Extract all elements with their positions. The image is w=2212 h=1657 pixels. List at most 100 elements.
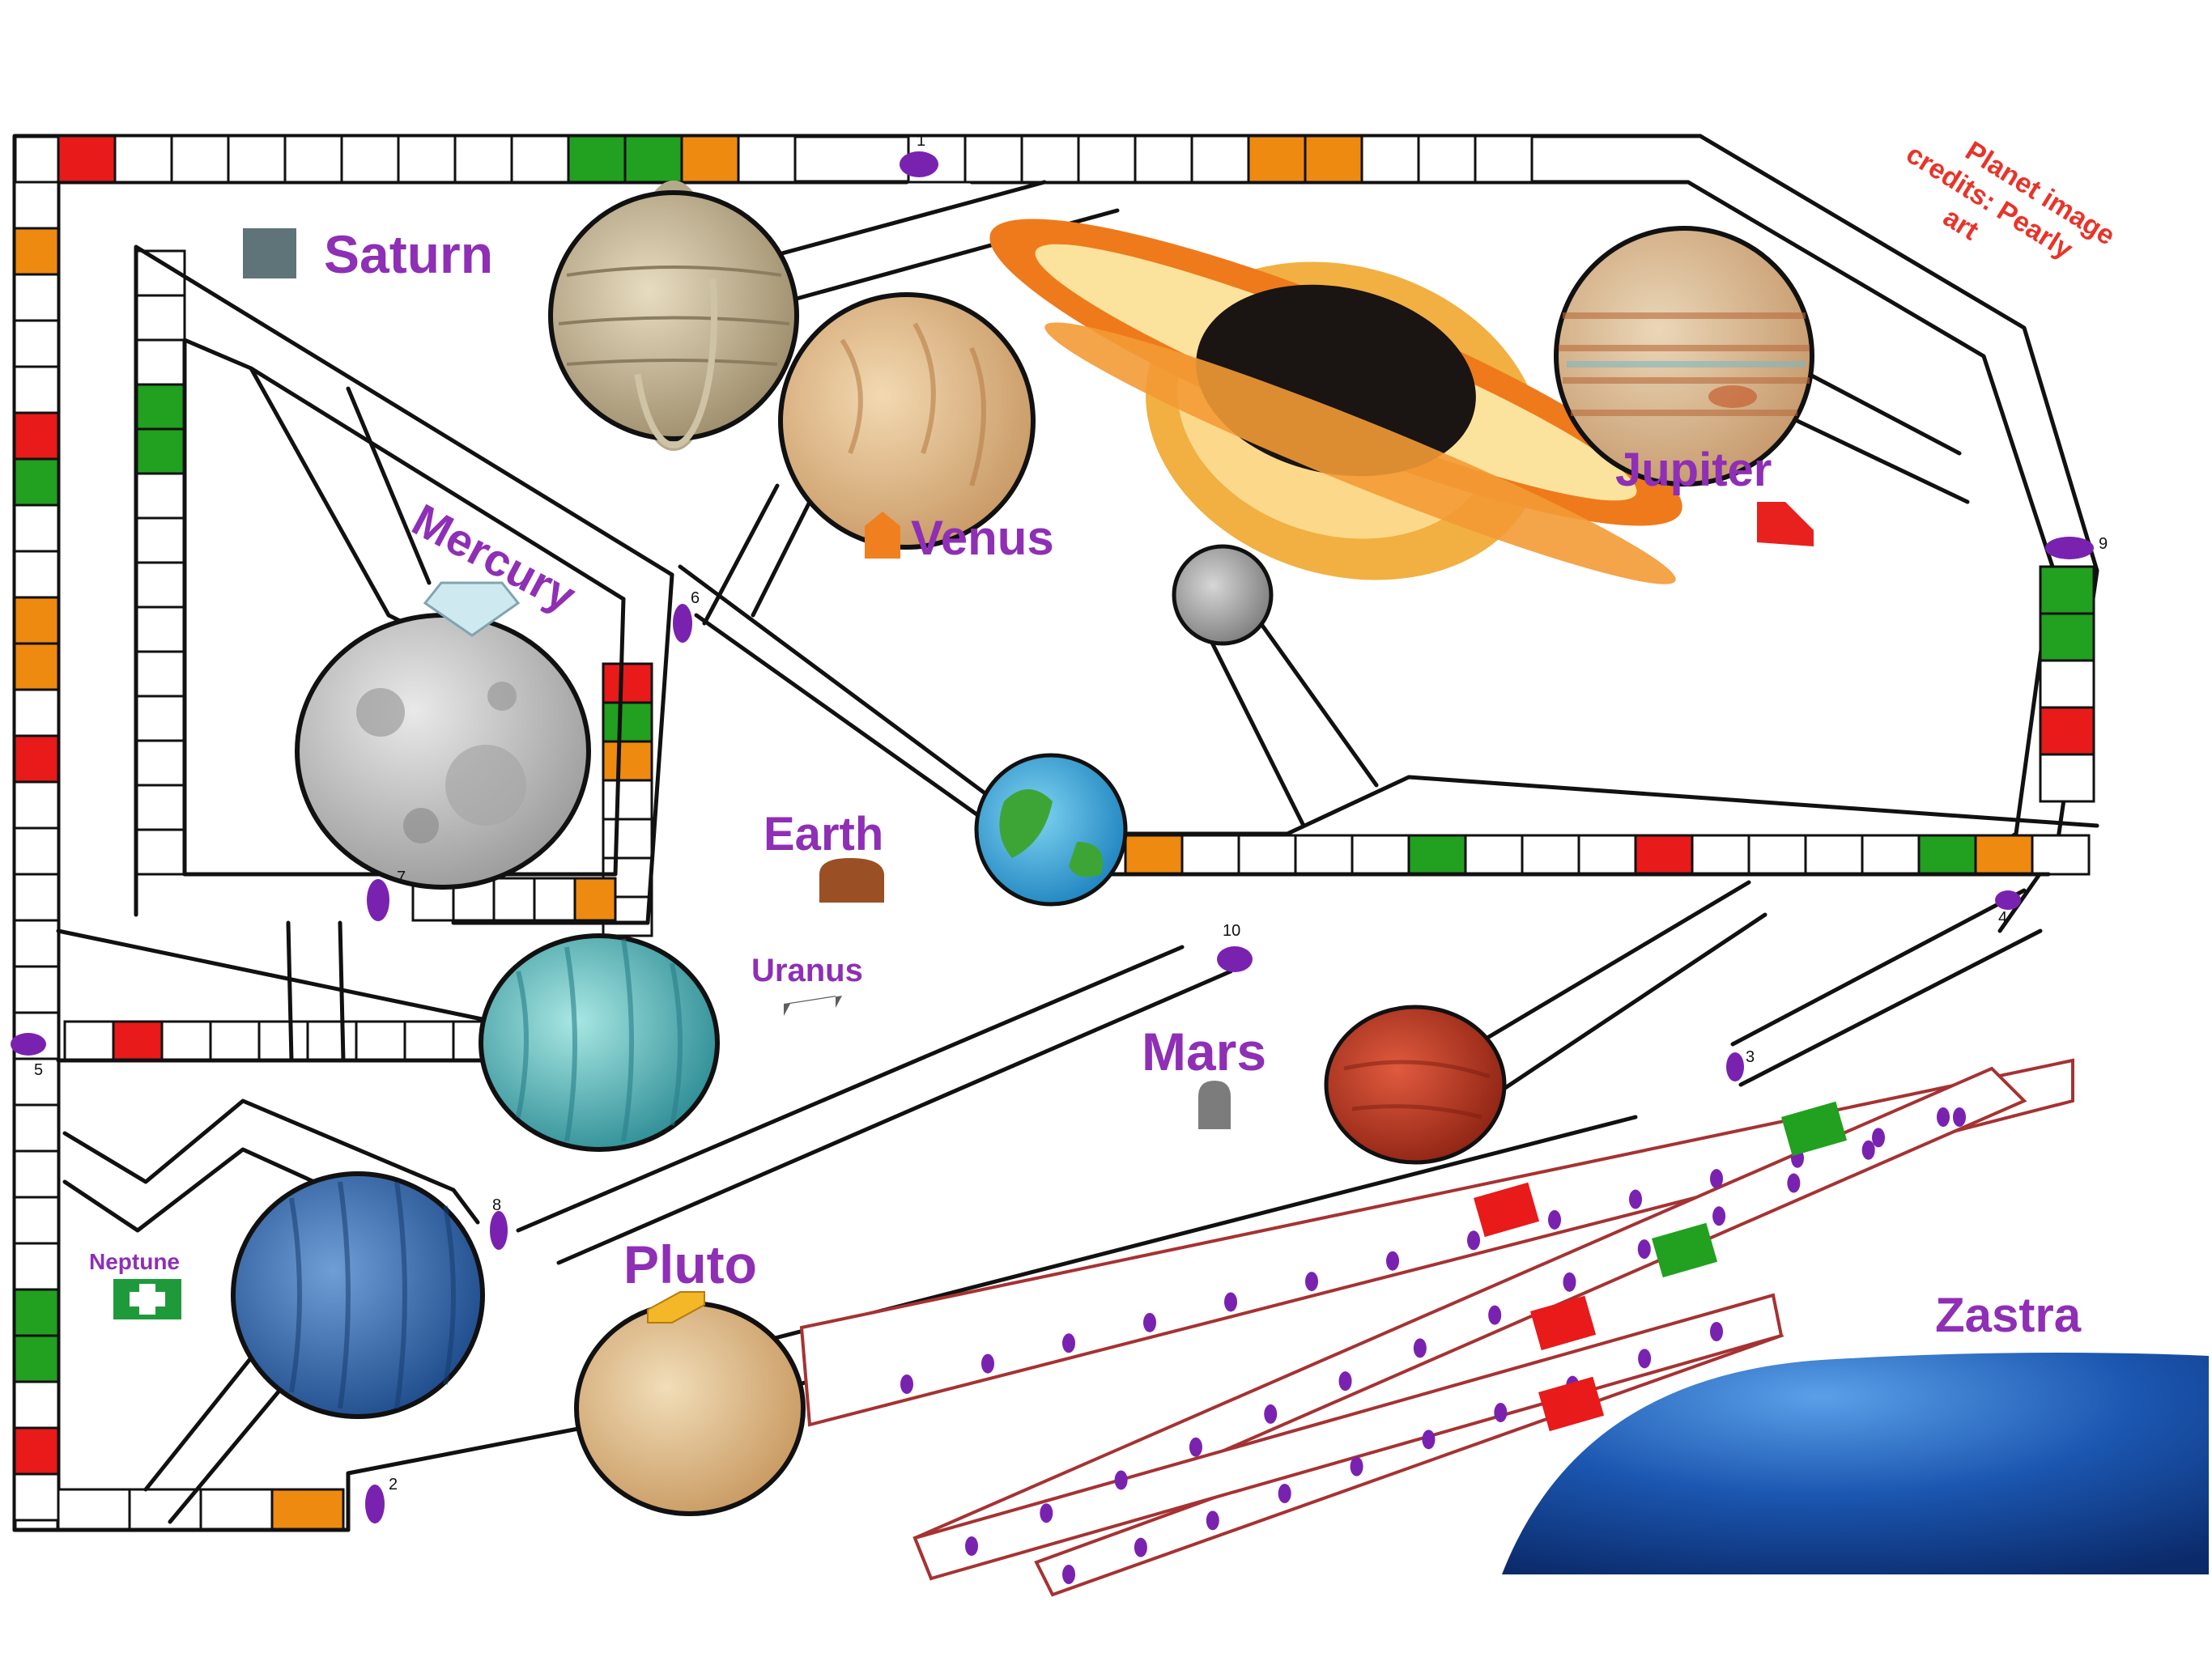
rectangle-block-icon	[243, 228, 296, 278]
zastra-lane-dot	[981, 1353, 994, 1374]
track-square	[13, 1242, 60, 1291]
track-square	[963, 134, 1023, 184]
zastra-lane-dot	[1062, 1333, 1075, 1353]
track-square	[134, 784, 186, 831]
track-square	[13, 319, 60, 368]
track-square	[567, 134, 627, 184]
track-square	[13, 965, 60, 1014]
track-square	[1691, 834, 1750, 876]
zastra-lane-dot	[1467, 1230, 1480, 1251]
track-square	[13, 780, 60, 830]
track-square	[1134, 134, 1193, 184]
zastra-lane-dot	[1494, 1403, 1508, 1422]
track-square	[1974, 834, 2034, 876]
zastra-lane-dot	[1953, 1107, 1966, 1127]
portal-7-number: 7	[397, 869, 406, 886]
track-square	[1417, 134, 1477, 184]
track-square	[13, 1149, 60, 1199]
track-square	[13, 503, 60, 553]
zastra-lane-dot	[1264, 1404, 1278, 1424]
zastra-lane-dot	[1278, 1484, 1291, 1503]
portals: 1 2 3 4 5 6 7 8 9 10	[11, 132, 2108, 1523]
zastra-planet	[1502, 1353, 2209, 1574]
track-square	[680, 134, 740, 184]
track-square	[134, 828, 186, 876]
zastra-lane-dot	[1712, 1206, 1726, 1226]
track-square	[13, 181, 60, 230]
track-square	[306, 1020, 358, 1062]
track-square	[134, 383, 186, 431]
portal-6-oval	[673, 604, 692, 643]
track-square	[1360, 134, 1420, 184]
track-square	[134, 739, 186, 787]
uranus-label: Uranus	[751, 953, 863, 988]
moon-planet	[1172, 544, 1274, 646]
jupiter-planet	[1554, 226, 1814, 486]
planet-image-credit: Planet image credits: Pearly art	[1901, 135, 2121, 265]
track-square	[112, 1020, 164, 1062]
track-square	[602, 701, 653, 743]
track-square	[13, 273, 60, 322]
zastra-lane-dot	[1787, 1173, 1801, 1193]
track-square	[340, 134, 400, 184]
track-square	[2039, 753, 2095, 803]
first-aid-icon	[113, 1279, 181, 1319]
venus-planet	[778, 292, 1036, 550]
zastra-lane-dot	[1563, 1272, 1576, 1292]
portal-1-number: 1	[917, 132, 925, 150]
tombstone-icon	[1198, 1081, 1231, 1129]
zastra-lane-dot	[1350, 1456, 1363, 1476]
zastra-lane-dot	[1413, 1338, 1427, 1358]
zastra-lane-dot	[1134, 1537, 1147, 1557]
portal-1-oval	[900, 151, 938, 177]
track-square	[1407, 834, 1467, 876]
track-square	[63, 1020, 115, 1062]
diamond-icon	[423, 581, 521, 637]
neptune-label: Neptune	[89, 1249, 180, 1274]
zastra-lane-dot	[1638, 1349, 1652, 1369]
zastra-lane-square	[1530, 1295, 1597, 1351]
track-square	[13, 919, 60, 968]
zastra-lane-dot	[1629, 1189, 1642, 1209]
track-square	[355, 1020, 406, 1062]
track-square	[533, 877, 576, 922]
grey-block-icon	[784, 996, 842, 1016]
track-square	[13, 1196, 60, 1245]
track-square	[257, 1020, 309, 1062]
neptune-planet	[231, 1171, 485, 1419]
zastra-lane-dot	[900, 1374, 913, 1394]
track-square	[57, 134, 117, 184]
portal-5-oval	[11, 1033, 46, 1056]
portal-3-number: 3	[1746, 1048, 1755, 1066]
track-square	[13, 734, 60, 784]
saturn-label: Saturn	[324, 224, 493, 284]
track-square	[13, 826, 60, 876]
jupiter-label: Jupiter	[1615, 444, 1772, 496]
track-square	[492, 877, 536, 922]
track-square	[737, 134, 797, 184]
track-square	[1474, 134, 1534, 184]
track-square	[403, 1020, 455, 1062]
zastra-lane-dot	[1937, 1107, 1950, 1127]
earth-label: Earth	[764, 808, 883, 860]
track-square	[573, 877, 617, 922]
track-square	[227, 134, 287, 184]
track-square	[13, 1380, 60, 1430]
portal-4-oval	[1995, 890, 2021, 910]
track-square	[13, 1057, 60, 1107]
zastra-lane-dot	[1189, 1437, 1202, 1457]
zastra-lane-dot	[1224, 1292, 1237, 1312]
mars-label: Mars	[1142, 1022, 1266, 1081]
cheese-block-icon	[647, 1291, 705, 1323]
track-square	[13, 1334, 60, 1383]
zastra-lane-dot	[1040, 1503, 1053, 1523]
zastra-lane-dot	[1488, 1305, 1502, 1325]
track-square	[199, 1488, 274, 1532]
portal-3-oval	[1726, 1052, 1744, 1081]
track-square	[1804, 834, 1864, 876]
track-square	[13, 596, 60, 645]
house-block-icon	[865, 512, 900, 559]
track-square	[13, 1426, 60, 1476]
track-square	[1521, 834, 1580, 876]
track-square	[134, 338, 186, 386]
